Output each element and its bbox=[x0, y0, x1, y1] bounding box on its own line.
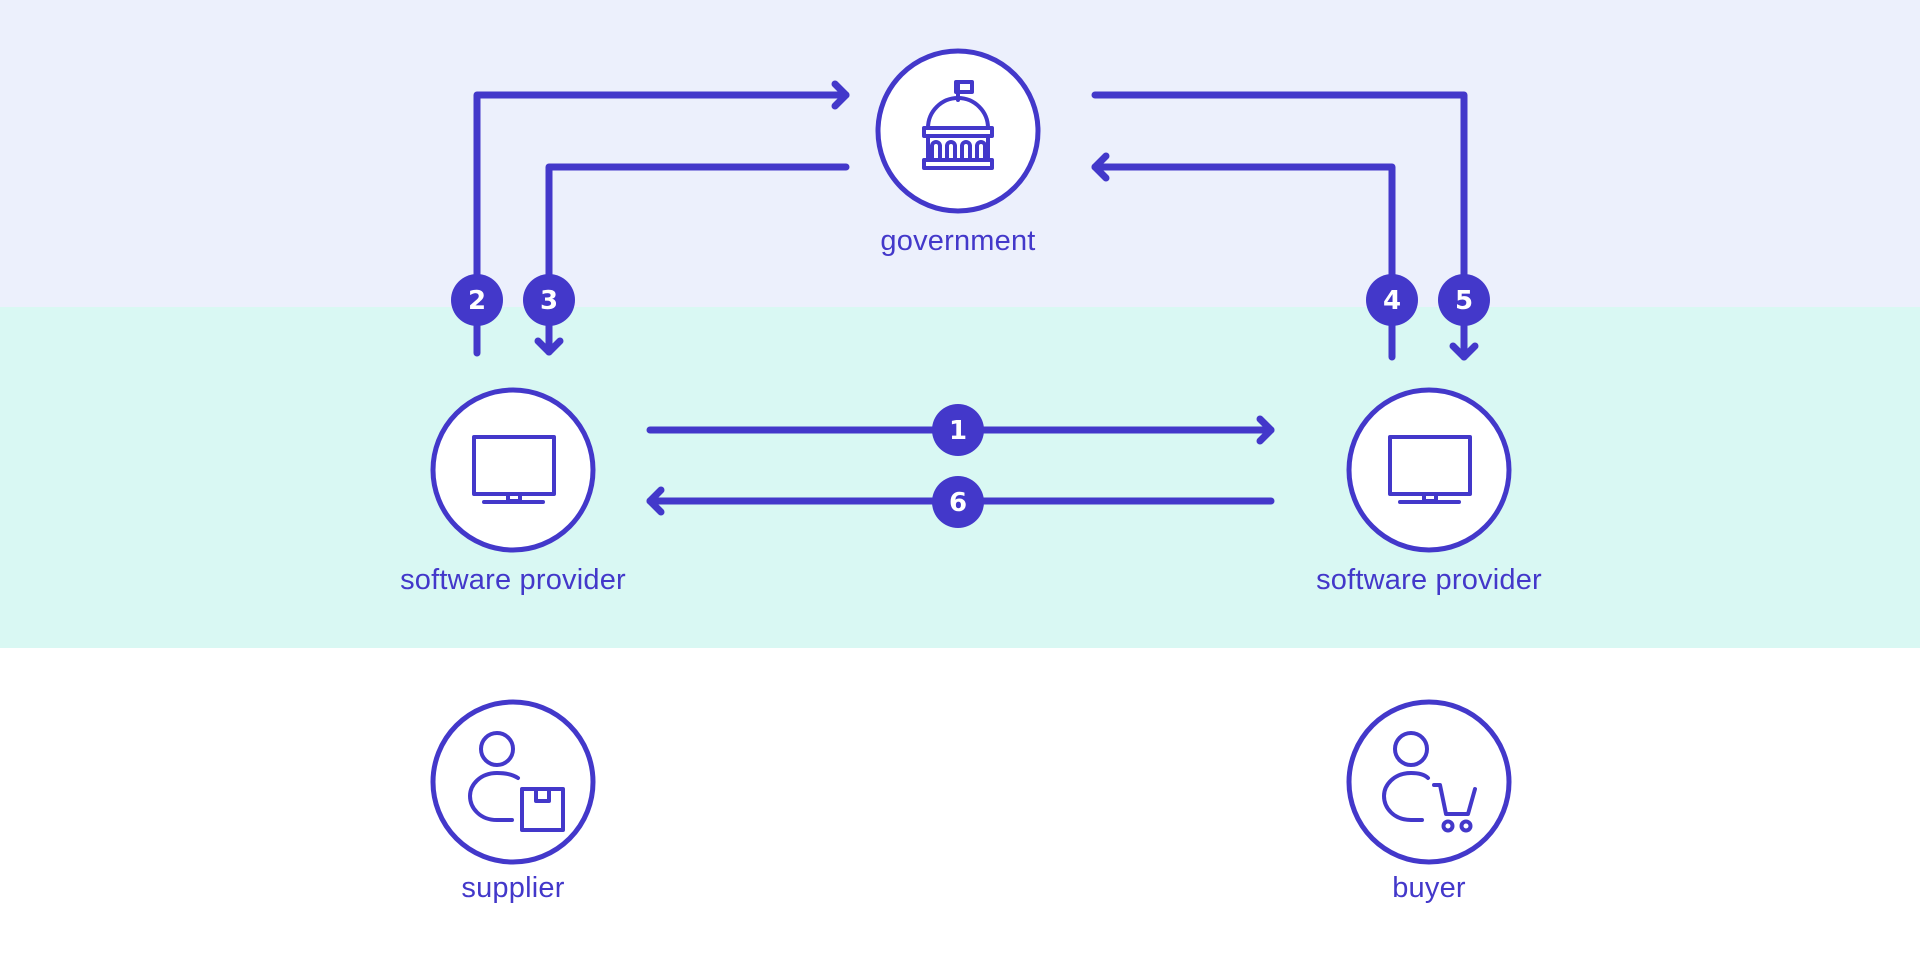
step-badge-4 bbox=[1366, 274, 1418, 326]
buyer-node bbox=[1346, 699, 1512, 865]
government-label: government bbox=[880, 225, 1036, 257]
buyer-label: buyer bbox=[1392, 872, 1466, 904]
step-number-4: 4 bbox=[1383, 286, 1401, 316]
step-number-2: 2 bbox=[468, 286, 486, 316]
monitor-icon bbox=[1388, 435, 1472, 504]
user-with-package-icon bbox=[468, 731, 565, 832]
software-provider-left-node bbox=[430, 387, 596, 553]
monitor-icon bbox=[472, 435, 556, 504]
supplier-label: supplier bbox=[461, 872, 565, 904]
step-badge-1 bbox=[932, 404, 984, 456]
step-badge-2 bbox=[451, 274, 503, 326]
supplier-node bbox=[430, 699, 596, 865]
flow-arrow-4 bbox=[1091, 152, 1396, 361]
step-number-1: 1 bbox=[949, 416, 967, 446]
step-badge-6 bbox=[932, 476, 984, 528]
software-provider-left-label: software provider bbox=[400, 564, 626, 596]
flow-arrow-3 bbox=[534, 163, 850, 356]
flow-arrow-5 bbox=[1091, 91, 1479, 361]
software-provider-right-node bbox=[1346, 387, 1512, 553]
flow-arrow-2 bbox=[473, 80, 850, 357]
user-with-cart-icon bbox=[1382, 731, 1477, 833]
government-node bbox=[875, 48, 1041, 214]
software-provider-right-label: software provider bbox=[1316, 564, 1542, 596]
step-number-6: 6 bbox=[949, 488, 967, 518]
government-building-icon bbox=[922, 80, 994, 170]
step-badge-3 bbox=[523, 274, 575, 326]
step-badge-5 bbox=[1438, 274, 1490, 326]
step-number-5: 5 bbox=[1455, 286, 1473, 316]
step-number-3: 3 bbox=[540, 286, 558, 316]
